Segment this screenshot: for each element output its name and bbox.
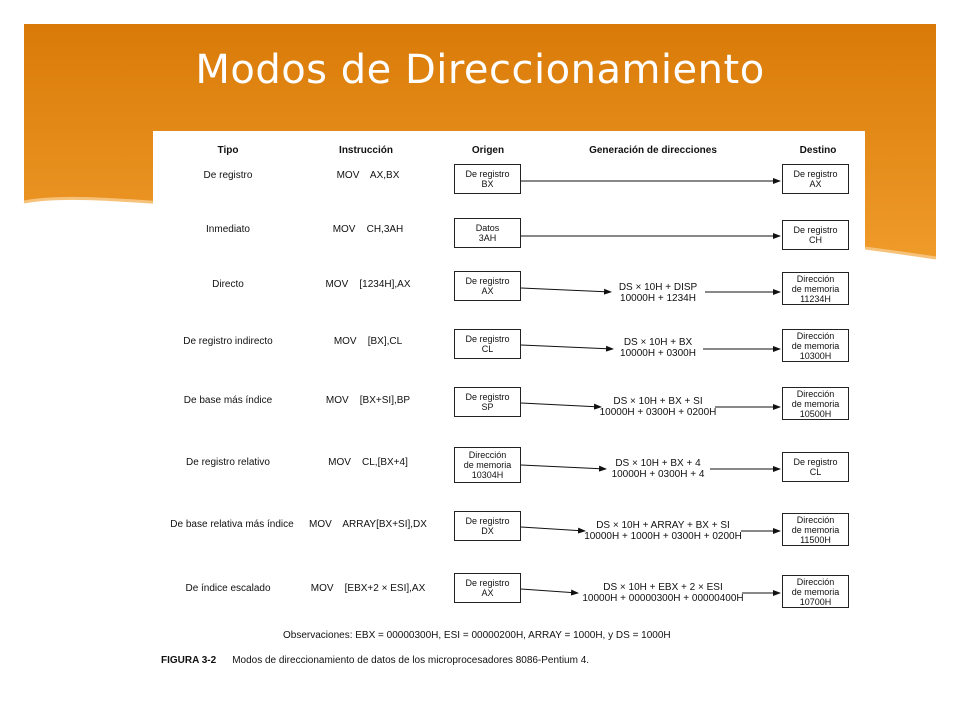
row-3-instruccion: MOV [1234H],AX — [325, 279, 411, 290]
row-7-destino: Dirección de memoria 11500H — [782, 513, 849, 546]
row-4-instruccion: MOV [BX],CL — [333, 336, 403, 347]
row-7-instruccion: MOV ARRAY[BX+SI],DX — [309, 519, 427, 530]
arrow-row-8-in — [520, 588, 579, 596]
row-5-calc: DS × 10H + BX + SI 10000H + 0300H + 0200… — [599, 396, 717, 418]
row-3-origen: De registro AX — [454, 271, 521, 301]
figure-caption: FIGURA 3-2 Modos de direccionamiento de d… — [161, 655, 589, 666]
row-5-instruccion: MOV [BX+SI],BP — [325, 395, 411, 406]
row-3-tipo: Directo — [212, 279, 244, 290]
arrow-row-5-in — [520, 402, 602, 410]
arrow-layer — [520, 178, 781, 596]
row-4-calc: DS × 10H + BX 10000H + 0300H — [620, 337, 696, 359]
row-7-calc: DS × 10H + ARRAY + BX + SI 10000H + 1000… — [584, 520, 742, 542]
row-6-tipo: De registro relativo — [186, 457, 270, 468]
row-8-origen: De registro AX — [454, 573, 521, 603]
arrow-row-4-in — [520, 344, 614, 352]
slide-title: Modos de Direccionamiento — [195, 47, 765, 93]
row-1-origen: De registro BX — [454, 164, 521, 194]
row-1-destino: De registro AX — [782, 164, 849, 194]
row-8-destino: Dirección de memoria 10700H — [782, 575, 849, 608]
figure-caption-text: Modos de direccionamiento de datos de lo… — [232, 655, 590, 666]
row-7-origen: De registro DX — [454, 511, 521, 541]
row-1-tipo: De registro — [203, 170, 253, 181]
row-8-calc: DS × 10H + EBX + 2 × ESI 10000H + 000003… — [582, 582, 744, 604]
row-4-tipo: De registro indirecto — [183, 336, 273, 347]
arrow-row-7-in — [520, 526, 586, 534]
header-generacion: Generación de direcciones — [589, 145, 717, 156]
row-8-tipo: De índice escalado — [185, 583, 271, 594]
header-destino: Destino — [799, 145, 837, 156]
row-2-destino: De registro CH — [782, 220, 849, 250]
arrow-row-6-in — [520, 464, 607, 472]
figure-caption-label: FIGURA 3-2 — [161, 655, 217, 666]
row-6-instruccion: MOV CL,[BX+4] — [328, 457, 408, 468]
row-5-tipo: De base más índice — [183, 395, 273, 406]
header-tipo: Tipo — [217, 145, 239, 156]
row-8-instruccion: MOV [EBX+2 × ESI],AX — [310, 583, 426, 594]
row-4-destino: Dirección de memoria 10300H — [782, 329, 849, 362]
row-6-origen: Dirección de memoria 10304H — [454, 447, 521, 483]
row-2-origen: Datos 3AH — [454, 218, 521, 248]
row-6-destino: De registro CL — [782, 452, 849, 482]
row-5-destino: Dirección de memoria 10500H — [782, 387, 849, 420]
observaciones-note: Observaciones: EBX = 00000300H, ESI = 00… — [283, 630, 671, 641]
arrow-row-3-in — [520, 287, 612, 295]
row-1-instruccion: MOV AX,BX — [336, 170, 400, 181]
row-3-destino: Dirección de memoria 11234H — [782, 272, 849, 305]
row-2-instruccion: MOV CH,3AH — [332, 224, 404, 235]
row-7-tipo: De base relativa más índice — [170, 519, 294, 530]
row-5-origen: De registro SP — [454, 387, 521, 417]
row-4-origen: De registro CL — [454, 329, 521, 359]
header-instruccion: Instrucción — [339, 145, 393, 156]
row-3-calc: DS × 10H + DISP 10000H + 1234H — [618, 282, 698, 304]
header-origen: Origen — [471, 145, 505, 156]
addressing-modes-figure: Tipo Instrucción Origen Generación de di… — [153, 131, 865, 676]
row-2-tipo: Inmediato — [206, 224, 250, 235]
row-6-calc: DS × 10H + BX + 4 10000H + 0300H + 4 — [611, 458, 705, 480]
